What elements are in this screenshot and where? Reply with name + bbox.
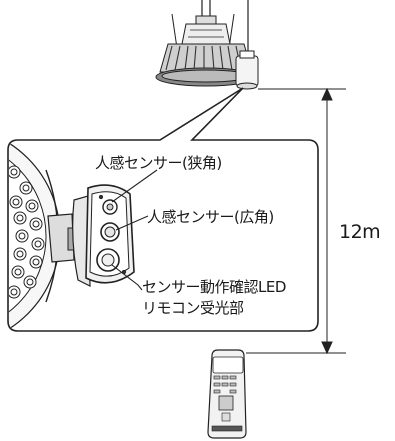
label-sensor-led: センサー動作確認LED [142, 278, 286, 296]
label-remote-receiver: リモコン受光部 [142, 299, 244, 317]
arrow-head-down [321, 341, 333, 355]
dimension-lines [246, 87, 346, 355]
sensor-bracket [47, 195, 91, 287]
label-sensor-narrow: 人感センサー(狭角) [95, 154, 222, 172]
callout-box [7, 87, 319, 332]
leader-lines [111, 169, 158, 291]
leader-sensor-narrow [111, 169, 158, 203]
label-distance: 12m [339, 221, 381, 243]
leader-sensor-wide [115, 215, 149, 231]
sensor-unit-illustration [85, 184, 135, 284]
arrow-head-up [321, 87, 333, 101]
label-sensor-wide: 人感センサー(広角) [147, 208, 274, 226]
light-fixture-illustration [155, 0, 259, 90]
remote-control-illustration [207, 349, 247, 439]
leader-sensor-led [111, 264, 143, 291]
